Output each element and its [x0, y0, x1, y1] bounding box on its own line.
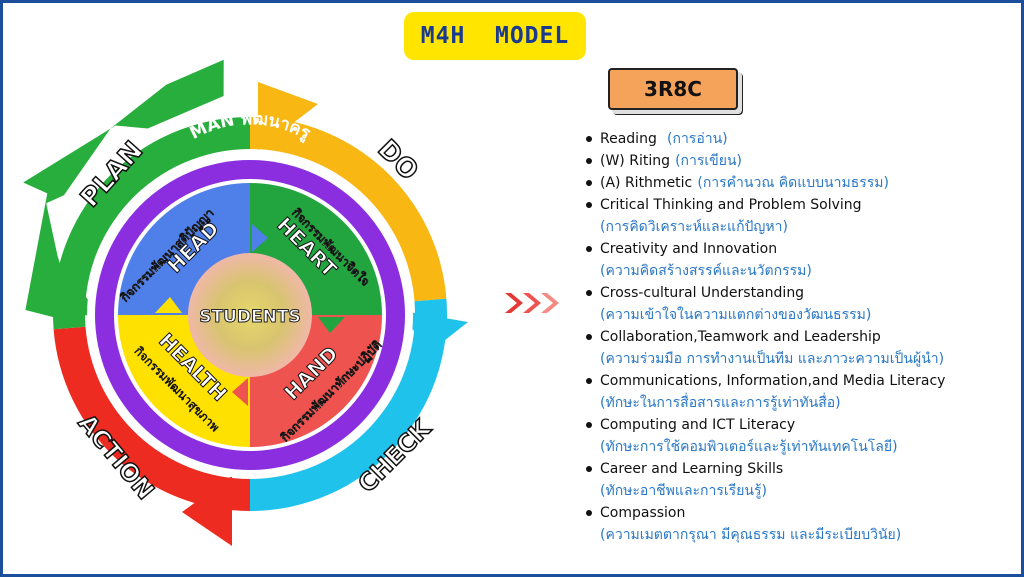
skill-th: (ความคิดสร้างสรรค์และนวัตกรรม) [600, 263, 812, 279]
model-title: M4H MODEL [404, 12, 586, 60]
skill-en: Reading [600, 131, 657, 147]
skill-th: (การอ่าน) [667, 131, 728, 147]
skills-list: Reading (การอ่าน) (W) Riting (การเขียน) … [586, 128, 1016, 546]
skill-en: Critical Thinking and Problem Solving [600, 197, 862, 213]
skill-th: (ความร่วมมือ การทำงานเป็นทีม และภาวะความ… [600, 351, 945, 367]
hand-notch [232, 378, 248, 406]
skill-th: (ความเมตตากรุณา มีคุณธรรม และมีระเบียบวิ… [600, 527, 902, 543]
chevron-1 [505, 293, 523, 313]
skill-en: Computing and ICT Literacy [600, 417, 796, 433]
list-item: Communications, Information,and Media Li… [586, 370, 1016, 414]
heart-notch [318, 317, 345, 333]
skill-th: (ทักษะการใช้คอมพิวเตอร์และรู้เท่าทันเทคโ… [600, 439, 898, 455]
skill-th: (การเขียน) [675, 153, 742, 169]
plan-arrow-tail [32, 276, 102, 318]
skill-th: (ทักษะในการสื่อสารและการรู้เท่าทันสื่อ) [600, 395, 841, 411]
list-item: (W) Riting (การเขียน) [586, 150, 1016, 172]
do-arrow-tail [258, 82, 318, 150]
list-item: Reading (การอ่าน) [586, 128, 1016, 150]
list-item: Cross-cultural Understanding (ความเข้าใจใ… [586, 282, 1016, 326]
skill-th: (ทักษะอาชีพและการเรียนรู้) [600, 483, 767, 499]
head-notch [252, 224, 268, 252]
pdca-cycle [23, 59, 468, 546]
skill-th: (การคำนวณ คิดแบบนามธรรม) [697, 175, 889, 191]
list-item: Career and Learning Skills (ทักษะอาชีพและ… [586, 458, 1016, 502]
chevron-2 [523, 293, 541, 313]
health-notch [155, 297, 182, 313]
plan-arc [23, 59, 224, 324]
m4h-diagram: PLAN DO CHECK ACTION MAN พัฒนาครู STUDEN… [23, 59, 468, 546]
skill-th: (การคิดวิเคราะห์และแก้ปัญหา) [600, 219, 788, 235]
chevron-arrows-icon [505, 293, 559, 313]
list-item: Collaboration,Teamwork and Leadership (คว… [586, 326, 1016, 370]
students-label: STUDENTS [199, 307, 300, 327]
skill-en: Compassion [600, 505, 686, 521]
skill-en: Creativity and Innovation [600, 241, 778, 257]
skill-en: Career and Learning Skills [600, 461, 784, 477]
check-arrow-tail [398, 310, 468, 352]
chevron-3 [541, 293, 559, 313]
skill-th: (ความเข้าใจในความแตกต่างของวัฒนธรรม) [600, 307, 872, 323]
action-arrow-tail [182, 476, 232, 546]
students-center [188, 253, 312, 377]
skill-en: Cross-cultural Understanding [600, 285, 805, 301]
list-item: Critical Thinking and Problem Solving (กา… [586, 194, 1016, 238]
skill-en: (A) Rithmetic [600, 175, 693, 191]
skill-en: Collaboration,Teamwork and Leadership [600, 329, 881, 345]
3r8c-badge: 3R8C [608, 68, 738, 110]
list-item: Computing and ICT Literacy (ทักษะการใช้คอ… [586, 414, 1016, 458]
list-item: Creativity and Innovation (ความคิดสร้างสร… [586, 238, 1016, 282]
skill-en: (W) Riting [600, 153, 670, 169]
list-item: Compassion (ความเมตตากรุณา มีคุณธรรม และม… [586, 502, 1016, 546]
list-item: (A) Rithmetic (การคำนวณ คิดแบบนามธรรม) [586, 172, 1016, 194]
skill-en: Communications, Information,and Media Li… [600, 373, 946, 389]
